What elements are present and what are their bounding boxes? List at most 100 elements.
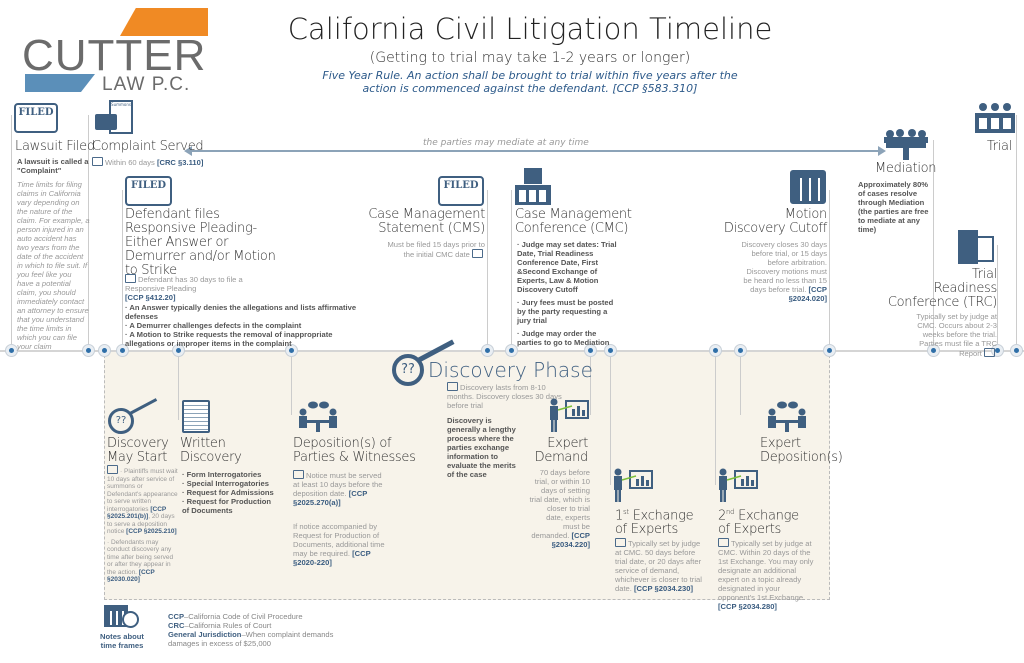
filed-stamp-icon: FILED xyxy=(438,176,484,206)
magnifier-icon: ?? xyxy=(108,408,134,434)
meeting-table-icon xyxy=(299,401,337,432)
timeline-dot[interactable] xyxy=(98,344,111,357)
courthouse-judge-icon xyxy=(515,168,551,205)
defendant-files-title: Defendant files Responsive Pleading-Eith… xyxy=(125,207,276,278)
bullet: A Motion to Strike requests the removal … xyxy=(125,330,360,348)
defendant-files-note: Defendant has 30 days to file a Responsi… xyxy=(125,274,243,302)
bullet: Request for Production of Documents xyxy=(182,497,277,515)
bullet: Request for Admissions xyxy=(182,488,277,497)
cmc-bullets: Judge may set dates: Trial Date, Trial R… xyxy=(517,240,617,347)
lawsuit-filed-bold: A lawsuit is called a "Complaint" xyxy=(17,157,89,175)
calendar-stopwatch-icon xyxy=(104,605,140,630)
discovery-may-start-text: · Plaintiffs must wait 10 days after ser… xyxy=(107,465,179,584)
bullet: Special Interrogatories xyxy=(182,479,277,488)
bullet: Judge may set dates: Trial Date, Trial R… xyxy=(517,240,617,294)
timeline-dot[interactable] xyxy=(82,344,95,357)
page-title: California Civil Litigation Timeline xyxy=(287,12,773,46)
complaint-served-note: Within 60 days [CRC §3.110] xyxy=(92,157,203,167)
calendar-clock-icon xyxy=(107,465,118,474)
trc-note: Typically set by judge at CMC. Occurs ab… xyxy=(916,312,997,358)
trial-title: Trial xyxy=(986,139,1012,154)
mediate-label: the parties may mediate at any time xyxy=(420,138,592,148)
bullet: Jury fees must be posted by the party re… xyxy=(517,298,617,325)
logo-name: CUTTER xyxy=(22,31,207,80)
mediate-arrow xyxy=(190,150,880,152)
timeline-dot[interactable] xyxy=(5,344,18,357)
first-exchange-note: Typically set by judge at CMC. 50 days b… xyxy=(615,538,702,593)
logo-sub: LAW P.C. xyxy=(102,74,191,95)
mediation-title: Mediation xyxy=(875,161,937,176)
discovery-phase-title: Discovery Phase xyxy=(428,358,593,382)
presenter-chart-icon xyxy=(614,468,653,502)
bullet: · Plaintiffs must wait 10 days after ser… xyxy=(107,465,179,536)
calendar-clock-icon xyxy=(125,274,136,283)
mediation-text: Approximately 80% of cases resolve throu… xyxy=(858,180,929,234)
filed-stamp-icon: FILED xyxy=(14,103,58,133)
motion-cutoff-note: Discovery closes 30 days before trial, o… xyxy=(741,240,827,303)
summons-hand-icon: Summons xyxy=(95,100,137,140)
calendar-icon xyxy=(790,170,826,204)
defendant-files-bullets: An Answer typically denies the allegatio… xyxy=(125,303,360,348)
timeline-dot[interactable] xyxy=(1010,344,1023,357)
logo-orange-bar xyxy=(120,8,208,36)
depositions-note: Notice must be served at least 10 days b… xyxy=(293,470,383,507)
bullet: Judge may order the parties to go to Med… xyxy=(517,329,617,347)
calendar-clock-icon xyxy=(718,538,729,547)
discovery-phase-bold: Discovery is generally a lengthy process… xyxy=(447,416,516,479)
calendar-clock-icon xyxy=(92,157,103,166)
calendar-clock-icon xyxy=(984,348,995,357)
bullet: Form Interrogatories xyxy=(182,470,277,479)
lawsuit-filed-text: Time limits for filing claims in Califor… xyxy=(17,180,90,351)
calendar-clock-icon xyxy=(615,538,626,547)
depositions-note2: If notice accompanied by Request for Pro… xyxy=(293,522,385,567)
timeline-dot[interactable] xyxy=(709,344,722,357)
page-subtitle: (Getting to trial may take 1-2 years or … xyxy=(369,50,691,66)
five-year-rule-2: action is commenced against the defendan… xyxy=(362,82,698,95)
timeline-dot[interactable] xyxy=(823,344,836,357)
logo: CUTTER LAW P.C. xyxy=(22,8,212,95)
complaint-served-title: Complaint Served xyxy=(92,139,204,154)
jury-box-icon xyxy=(975,103,1015,133)
bullet: A Demurrer challenges defects in the com… xyxy=(125,321,360,330)
timeline-dot[interactable] xyxy=(505,344,518,357)
lawsuit-filed-title: Lawsuit Filed xyxy=(15,139,95,154)
magnifier-icon: ?? xyxy=(392,354,424,386)
definition: CCP–California Code of Civil Procedure xyxy=(168,612,303,621)
mediation-table-icon xyxy=(884,129,928,160)
definition: General Jurisdiction–When complaint dema… xyxy=(168,630,334,648)
presenter-chart-icon xyxy=(550,398,589,432)
presenter-chart-icon xyxy=(719,468,758,502)
timeline-dot[interactable] xyxy=(927,344,940,357)
timeline-dot[interactable] xyxy=(481,344,494,357)
checklist-icon xyxy=(958,230,996,264)
discovery-phase-note: Discovery lasts from 8-10 months. Discov… xyxy=(447,382,562,410)
expert-demand-note: 70 days before trial, or within 10 days … xyxy=(529,468,590,549)
calendar-clock-icon xyxy=(447,382,458,391)
timeline-dot[interactable] xyxy=(734,344,747,357)
arrow-head-right xyxy=(878,146,886,156)
bullet: An Answer typically denies the allegatio… xyxy=(125,303,360,321)
calendar-clock-icon xyxy=(293,470,304,479)
definition: CRC–California Rules of Court xyxy=(168,621,272,630)
logo-blue-bar xyxy=(25,74,95,92)
arrow-head-left xyxy=(184,146,192,156)
notes-definitions: CCP–California Code of Civil Procedure C… xyxy=(168,612,348,648)
document-list-icon xyxy=(182,400,210,433)
timeline-dot[interactable] xyxy=(584,344,597,357)
cms-note: Must be filed 15 days prior to the initi… xyxy=(387,240,485,259)
meeting-table-icon xyxy=(768,401,806,432)
bullet: · Defendants may conduct discovery any t… xyxy=(107,538,174,584)
five-year-rule-1: Five Year Rule. An action shall be broug… xyxy=(322,69,738,82)
